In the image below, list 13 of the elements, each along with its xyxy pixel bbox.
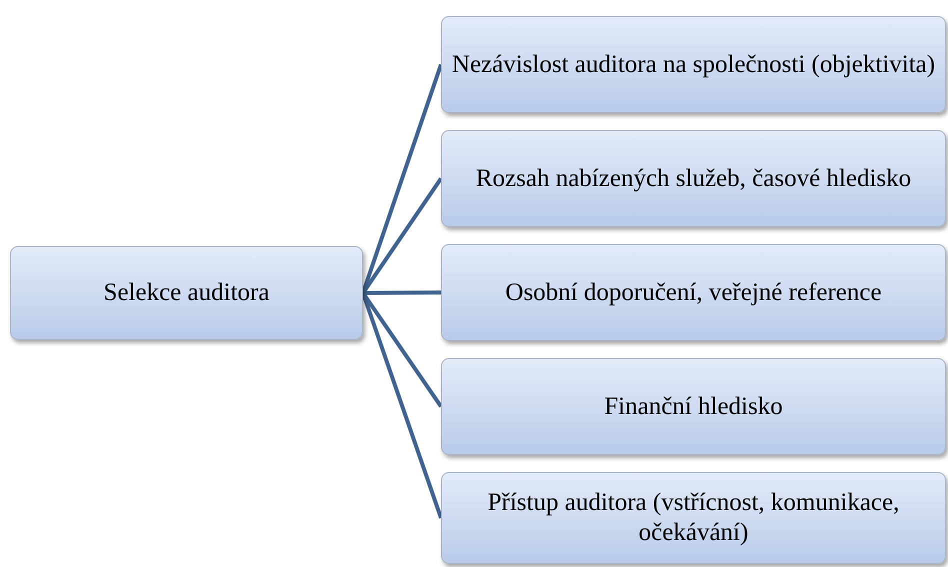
box-label: Selekce auditora	[104, 278, 270, 308]
box-label: Finanční hledisko	[604, 392, 783, 422]
box-label: Rozsah nabízených služeb, časové hledisko	[476, 164, 912, 194]
branch-box	[441, 16, 946, 113]
branch-box	[441, 130, 946, 227]
branch-box	[441, 472, 946, 564]
box-label: Přístup auditora (vstřícnost, komunikace, očekávání)	[486, 488, 900, 548]
connector-line	[362, 290, 442, 295]
root-box	[10, 246, 363, 340]
box-label: Nezávislost auditora na společnosti (objektivita)	[452, 50, 936, 80]
branch-box	[441, 244, 946, 341]
box-label: Osobní doporučení, veřejné reference	[505, 278, 882, 308]
branch-box	[441, 358, 946, 455]
